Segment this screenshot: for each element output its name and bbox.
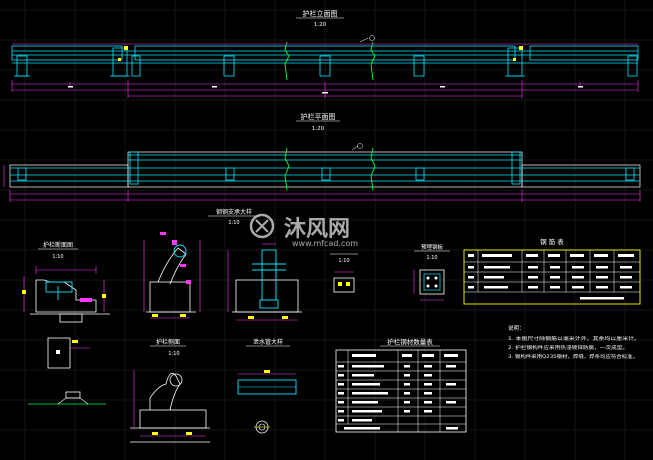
note-line-2: 2. 护栏钢构件应采用热浸镀锌防腐，一次成型。 bbox=[508, 344, 628, 351]
small-detail-scale: 1:10 bbox=[338, 258, 349, 264]
elevation-rails bbox=[11, 45, 639, 64]
plan-rails bbox=[10, 154, 640, 182]
anchor-plate-detail: 预埋钢板 1:10 bbox=[413, 243, 450, 301]
steel-table: 钢 筋 表 bbox=[463, 237, 641, 305]
watermark-brand: 沐风网 bbox=[284, 217, 350, 242]
section-title: 护栏断面图 bbox=[43, 241, 73, 249]
plan-dimensions bbox=[3, 165, 641, 202]
watermark-logo-icon bbox=[249, 213, 275, 239]
note-line-1: 1. 本图尺寸除钢筋以毫米计外，其余均以厘米计。 bbox=[508, 335, 640, 342]
plan-break-lines bbox=[284, 147, 376, 191]
anchor-scale: 1:10 bbox=[426, 255, 437, 261]
drain-detail: 泄水管大样 bbox=[237, 338, 297, 434]
side-title: 护栏侧面 bbox=[156, 338, 180, 346]
ground-detail bbox=[28, 391, 106, 405]
elevation-dimension-ticks bbox=[68, 86, 583, 94]
notes-title: 说明： bbox=[508, 324, 525, 332]
elevation-posts bbox=[14, 47, 638, 77]
side-scale: 1:10 bbox=[168, 351, 179, 357]
drain-title: 泄水管大样 bbox=[253, 338, 283, 346]
plan-posts bbox=[17, 151, 635, 185]
notes-block: 说明： 1. 本图尺寸除钢筋以毫米计外，其余均以厘米计。 2. 护栏钢构件应采用… bbox=[508, 324, 640, 360]
elevation-bolts bbox=[118, 46, 523, 61]
section-view: 护栏断面图 1:10 bbox=[22, 241, 110, 323]
note-line-3: 3. 钢构件采用Q235钢材，焊缝，焊条均应符合标准。 bbox=[508, 353, 638, 360]
small-plate-detail: 1:10 bbox=[330, 253, 358, 293]
plan-scale: 1:20 bbox=[312, 126, 325, 132]
elevation-dimensions bbox=[11, 43, 639, 98]
elevation-title: 护栏立面图 bbox=[303, 9, 338, 18]
elevation-leader bbox=[359, 35, 375, 43]
watermark-url: www.mfcad.com bbox=[292, 239, 358, 248]
side-view: 护栏侧面 1:10 bbox=[130, 338, 210, 443]
elevation-view: 护栏立面图 1:20 bbox=[11, 9, 639, 98]
elevation-break-lines bbox=[284, 41, 376, 81]
support-detail: 钢钢支承大样 1:10 bbox=[143, 208, 302, 321]
quantity-title: 护栏钢材数量表 bbox=[387, 337, 433, 346]
quantity-table: 护栏钢材数量表 bbox=[335, 337, 467, 433]
elevation-scale: 1:20 bbox=[314, 22, 327, 28]
support-detail-title: 钢钢支承大样 bbox=[216, 208, 252, 216]
plan-title: 护栏平面图 bbox=[301, 112, 336, 121]
support-detail-scale: 1:10 bbox=[228, 220, 239, 226]
plan-outline bbox=[9, 151, 641, 188]
section-scale: 1:10 bbox=[52, 254, 63, 260]
watermark: 沐风网 www.mfcad.com bbox=[249, 213, 358, 248]
small-block-detail bbox=[47, 337, 90, 369]
steel-table-title: 钢 筋 表 bbox=[540, 237, 564, 246]
plan-view: 护栏平面图 1:20 bbox=[3, 112, 641, 202]
anchor-title: 预埋钢板 bbox=[421, 243, 444, 251]
plan-leader bbox=[351, 143, 363, 151]
